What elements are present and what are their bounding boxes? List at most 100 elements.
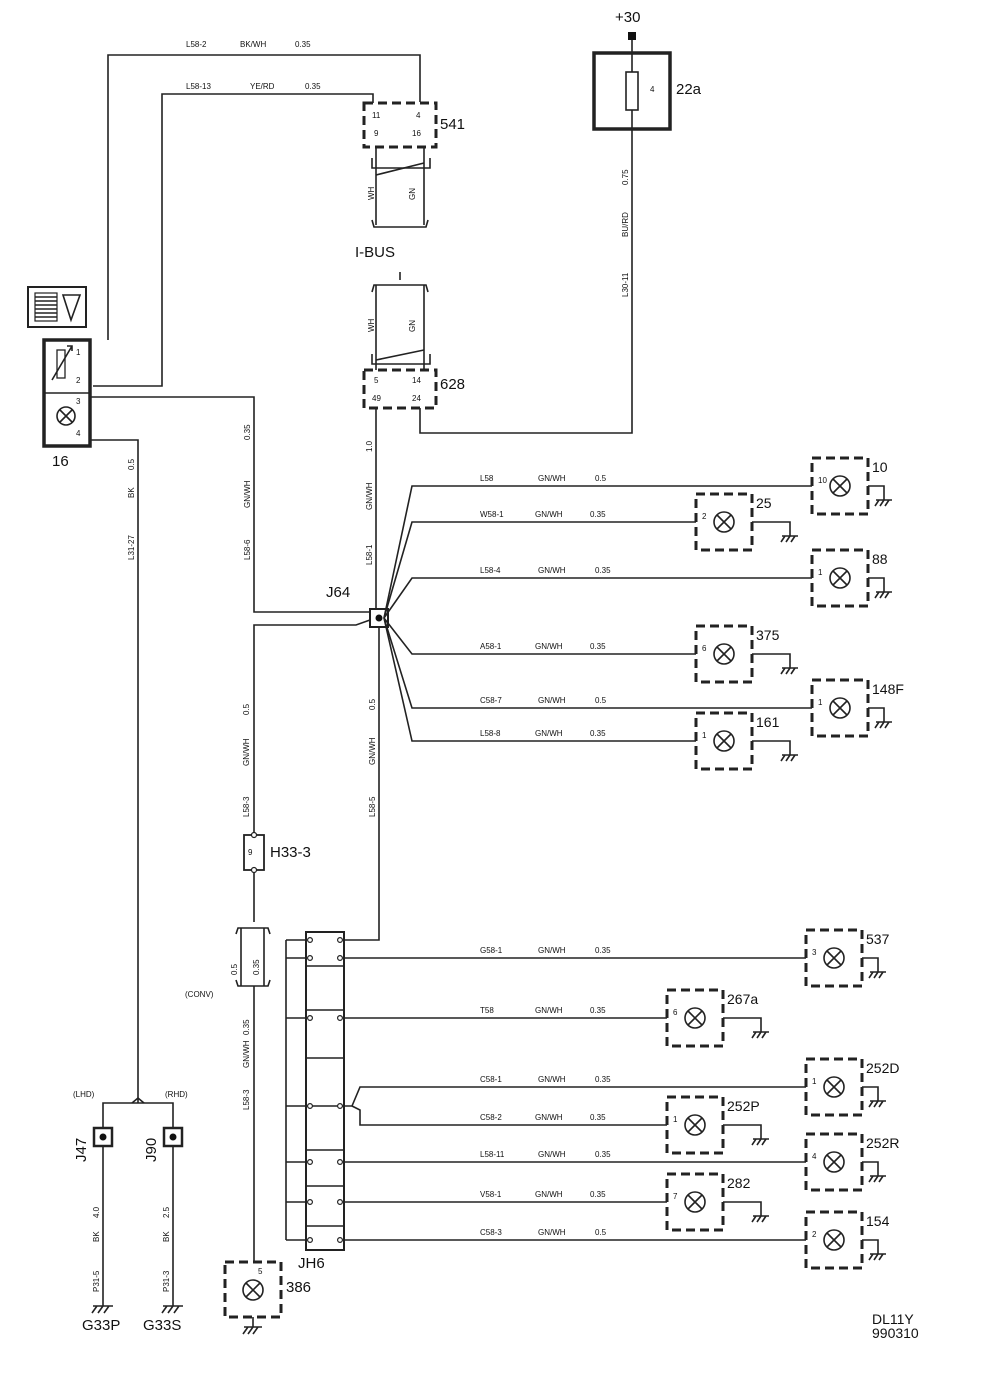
lamp-386-label: 386 — [286, 1279, 311, 1296]
connector-h33-3: 9 H33-3 — [243, 831, 311, 874]
lhd-label: (LHD) — [73, 1090, 95, 1099]
connector-628-label: 628 — [440, 376, 465, 393]
j64_loads-wire-code-4: C58-7 — [480, 696, 502, 705]
jh6_loads-pin-5: 7 — [673, 1192, 678, 1201]
lamp-386: 5 386 — [223, 1260, 311, 1335]
conv-size-a: 0.5 — [230, 963, 239, 975]
component-16: 1 2 3 4 16 — [27, 286, 92, 470]
wire-l31-27 — [90, 439, 139, 1103]
j64_loads-wire-color-0: GN/WH — [538, 474, 566, 483]
wire-p31-3-size: 2.5 — [162, 1206, 171, 1218]
j64_loads-wire-color-3: GN/WH — [535, 642, 563, 651]
ibus-label: I-BUS — [355, 244, 395, 261]
jh6_loads-ref-5: 282 — [727, 1175, 751, 1191]
j64_loads-wire-code-0: L58 — [480, 474, 494, 483]
wire-l58-5 — [343, 627, 380, 941]
wire-p31-5-code: P31-5 — [92, 1270, 101, 1292]
jh6_loads-pin-2: 1 — [812, 1077, 817, 1086]
ground-split: (LHD) (RHD) — [73, 1090, 188, 1110]
g33p-label: G33P — [82, 1317, 120, 1334]
connector-541-label: 541 — [440, 116, 465, 133]
wire-l58-2-size: 0.35 — [295, 40, 311, 49]
jh6_loads-wire-color-6: GN/WH — [538, 1228, 566, 1237]
connector-541-pin-16: 16 — [412, 129, 421, 138]
g33s-label: G33S — [143, 1317, 181, 1334]
j64_loads-wire-color-1: GN/WH — [535, 510, 563, 519]
fuse-22a-pin: 4 — [650, 85, 655, 94]
jh6_loads-wire-code-0: G58-1 — [480, 946, 503, 955]
j47-label: J47 — [73, 1138, 90, 1162]
j64_loads-pin-4: 1 — [818, 698, 823, 707]
jh6_loads-wire-size-1: 0.35 — [590, 1006, 606, 1015]
splice-j64-label: J64 — [326, 584, 350, 601]
wire-l58-2-code: L58-2 — [186, 40, 207, 49]
wire-l58-13 — [93, 93, 374, 387]
fuse-22a-label: 22a — [676, 81, 702, 98]
wire-l58-3-color: GN/WH — [242, 738, 251, 766]
ibus-wire-gn-bottom: GN — [408, 320, 417, 332]
wire-l58-6 — [90, 396, 370, 613]
jh6_loads-wire-color-4: GN/WH — [538, 1150, 566, 1159]
jh6_loads-ref-0: 537 — [866, 931, 890, 947]
ground-icon — [752, 653, 798, 675]
wire-l58-1-color: GN/WH — [365, 482, 374, 510]
supply-terminal — [628, 32, 636, 40]
jh6_loads-wire-color-3: GN/WH — [535, 1113, 563, 1122]
j64_loads-wire-size-1: 0.35 — [590, 510, 606, 519]
wire-l58-13-code: L58-13 — [186, 82, 211, 91]
ibus-pair: WH GN I-BUS WH GN — [355, 147, 431, 370]
connector-541: 11 4 9 16 541 — [362, 101, 465, 149]
connector-541-pin-11: 11 — [372, 111, 381, 120]
jh6_loads-pin-3: 1 — [673, 1115, 678, 1124]
j64_loads-ref-0: 10 — [872, 459, 888, 475]
connector-628-pin-24: 24 — [412, 394, 421, 403]
wire-l58-6-code: L58-6 — [243, 539, 252, 560]
j64_loads-ref-2: 88 — [872, 551, 888, 567]
wire-l30-11 — [419, 129, 633, 434]
jh6_loads-wire-2 — [344, 1086, 806, 1107]
component-16-pin-2: 2 — [76, 376, 81, 385]
jh6_loads-ref-2: 252D — [866, 1060, 899, 1076]
conv-size-b: 0.35 — [252, 959, 261, 975]
wire-l58-2 — [107, 54, 421, 340]
connector-628-pin-5: 5 — [374, 376, 379, 385]
wire-l58-13-color: YE/RD — [250, 82, 275, 91]
component-16-pin-1: 1 — [76, 348, 81, 357]
ground-icon — [862, 1239, 886, 1261]
wire-p31-3-color: BK — [162, 1231, 171, 1242]
wire-l58-1-size: 1.0 — [365, 440, 374, 452]
j64_loads-wire-color-4: GN/WH — [538, 696, 566, 705]
wire-p31-5-color: BK — [92, 1231, 101, 1242]
wire-l58-3 — [253, 619, 371, 835]
wire-l30-11-color: BU/RD — [621, 212, 630, 237]
jh6_loads-wire-size-2: 0.35 — [595, 1075, 611, 1084]
jh6_loads-wire-color-5: GN/WH — [535, 1190, 563, 1199]
jh6_loads-pin-0: 3 — [812, 948, 817, 957]
ground-icon — [862, 1086, 886, 1108]
j64_loads-wire-2 — [383, 577, 812, 619]
connector-628-pin-14: 14 — [412, 376, 421, 385]
wire-l58-6-size: 0.35 — [243, 424, 252, 440]
splice-j64: J64 — [326, 584, 389, 628]
ibus-wire-wh-bottom: WH — [367, 318, 376, 332]
wire-l58-6-color: GN/WH — [243, 480, 252, 508]
wire-l58-5-code: L58-5 — [368, 796, 377, 817]
j64_loads-wire-color-2: GN/WH — [538, 566, 566, 575]
ground-icon — [862, 957, 886, 979]
wire-l30-11-size: 0.75 — [621, 169, 630, 185]
jh6_loads-wire-code-5: V58-1 — [480, 1190, 502, 1199]
j90-label: J90 — [143, 1138, 160, 1162]
j64_loads-pin-2: 1 — [818, 568, 823, 577]
j64_loads-ref-3: 375 — [756, 627, 780, 643]
j64_loads-pin-5: 1 — [702, 731, 707, 740]
footer-date: 990310 — [872, 1325, 919, 1341]
connector-628-pin-49: 49 — [372, 394, 381, 403]
jh6_loads-wire-code-2: C58-1 — [480, 1075, 502, 1084]
